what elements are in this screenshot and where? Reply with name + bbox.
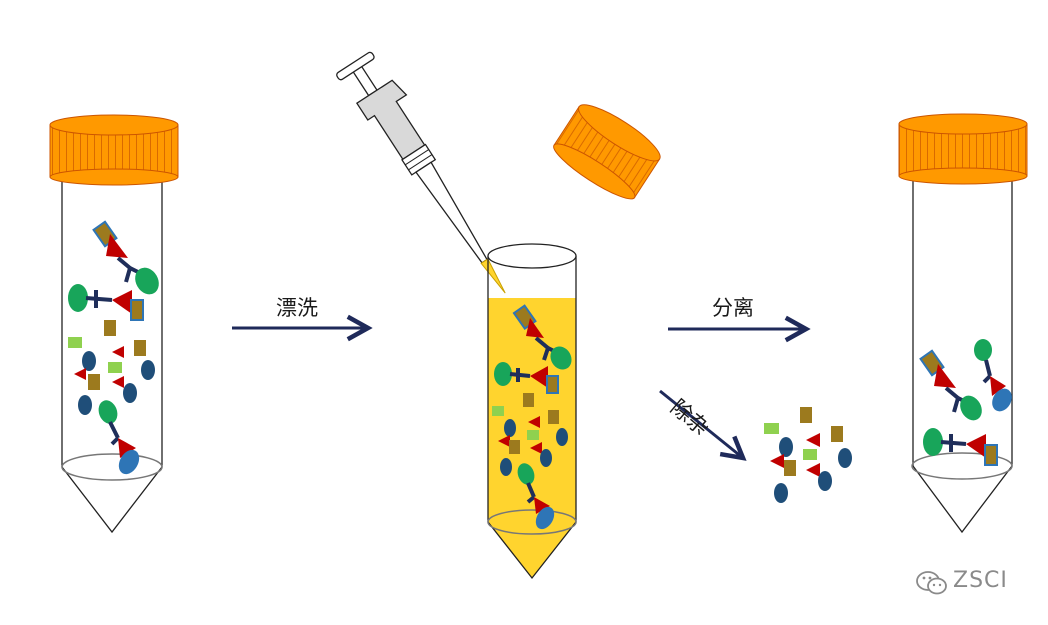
separate-label: 分离 <box>712 296 754 320</box>
tube-left <box>49 114 179 534</box>
wechat-icon <box>916 571 947 595</box>
tube-right-contents <box>919 339 1012 466</box>
tube-left-cap <box>49 114 179 186</box>
tube-right <box>898 113 1028 534</box>
tube-right-cap <box>898 113 1028 185</box>
tube-middle <box>487 243 577 580</box>
tube-left-contents <box>68 220 159 475</box>
remove-arrow <box>659 389 743 458</box>
watermark-text: ZSCI <box>953 568 1008 593</box>
wash-label: 漂洗 <box>276 296 318 320</box>
impurities-cluster <box>764 407 852 503</box>
tube-middle-contents <box>492 304 572 530</box>
loose-cap <box>553 104 661 200</box>
pipette-icon <box>336 51 506 294</box>
